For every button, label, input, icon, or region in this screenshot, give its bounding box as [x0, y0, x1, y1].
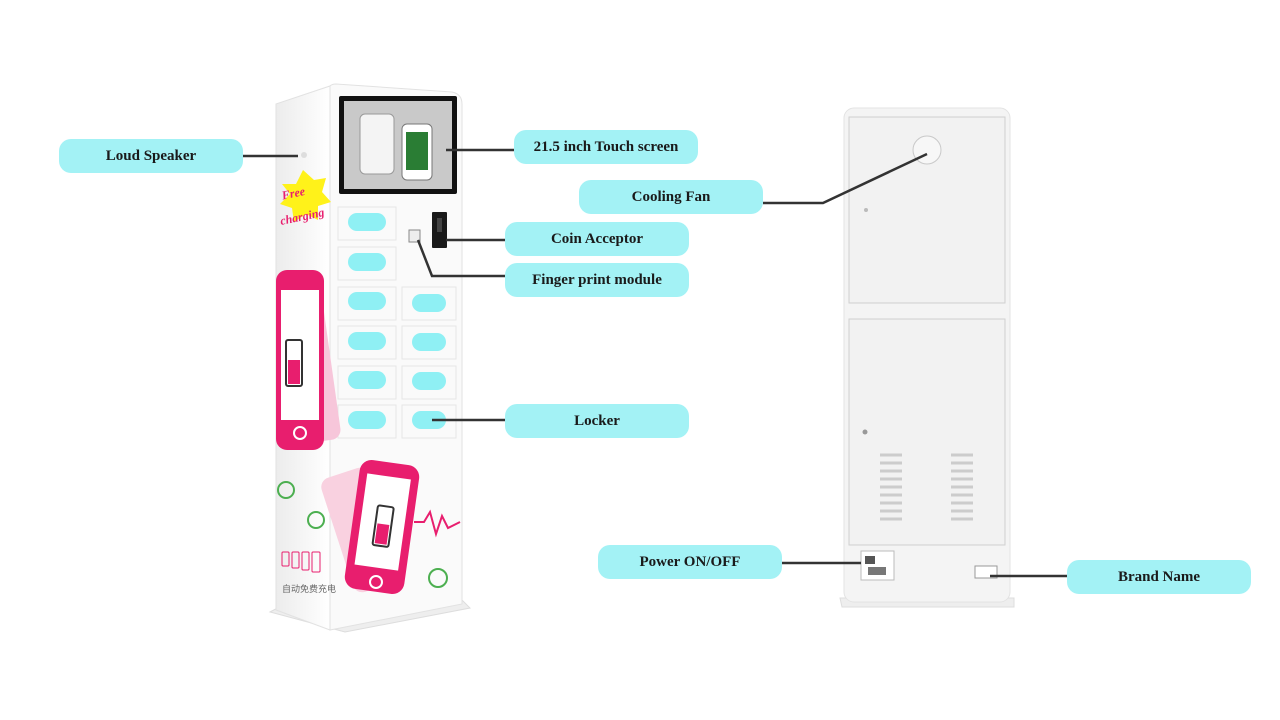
small-phone-icon	[281, 551, 290, 567]
chinese-caption: 自动免费充电	[282, 583, 336, 595]
locker-column-left	[337, 206, 397, 439]
small-phone-icon	[311, 551, 321, 573]
front-phone-screen	[354, 473, 411, 571]
coin-acceptor-slot	[437, 218, 442, 232]
eco-leaf-icon	[277, 481, 295, 499]
eco-leaf-icon	[307, 511, 325, 529]
screen-powerbank-graphic	[359, 113, 395, 175]
cooling-fan-leader	[763, 152, 928, 205]
locker-callout: Locker	[505, 404, 689, 438]
left-vent-grille	[880, 453, 902, 521]
locker-button	[412, 333, 446, 351]
cooling-fan-label: Cooling Fan	[631, 188, 711, 205]
brand-name-callout: Brand Name	[1067, 560, 1251, 594]
locker-button	[348, 411, 386, 429]
power-switch-callout: Power ON/OFF	[598, 545, 782, 579]
fingerprint-module-leader	[416, 239, 505, 278]
locker-door	[401, 286, 457, 321]
power-switch-icon	[865, 556, 875, 564]
side-phone-home-button-icon	[293, 426, 307, 440]
locker-button	[412, 411, 446, 429]
free-charging-badge-icon	[280, 170, 331, 222]
fingerprint-module-label: Finger print module	[532, 271, 662, 288]
locker-button	[348, 332, 386, 350]
locker-door	[401, 325, 457, 360]
leader-lines	[243, 148, 1067, 578]
power-switch-label: Power ON/OFF	[639, 553, 741, 570]
charging-pulse-icon	[414, 509, 461, 538]
side-battery-fill	[288, 360, 300, 384]
cooling-fan-callout: Cooling Fan	[579, 180, 763, 214]
locker-door	[401, 404, 457, 439]
locker-column-right	[401, 286, 457, 439]
side-phone-screen	[281, 290, 319, 420]
lower-door-lock-icon	[862, 429, 868, 435]
locker-door	[337, 325, 397, 360]
eco-plug-icon	[428, 568, 448, 588]
upper-door-lock-icon	[864, 208, 868, 212]
loud-speaker-callout: Loud Speaker	[59, 139, 243, 173]
locker-door	[337, 365, 397, 400]
back-lower-door	[848, 318, 1006, 546]
locker-button	[348, 213, 386, 231]
power-socket-icon	[868, 567, 886, 575]
back-kiosk	[839, 107, 1015, 608]
locker-button	[348, 371, 386, 389]
locker-door	[401, 365, 457, 400]
coin-acceptor-callout: Coin Acceptor	[505, 222, 689, 256]
loud-speaker-label: Loud Speaker	[105, 147, 197, 164]
small-phone-icon	[301, 551, 310, 571]
locker-door	[337, 206, 397, 241]
locker-door	[337, 246, 397, 281]
front-battery-icon	[371, 504, 395, 548]
locker-button	[348, 253, 386, 271]
side-battery-icon	[285, 339, 303, 387]
badge-text-line1: Free	[280, 184, 307, 203]
locker-label: Locker	[574, 412, 620, 429]
locker-button	[412, 372, 446, 390]
fingerprint-module	[408, 229, 421, 243]
right-vent-grille	[951, 453, 973, 521]
screen-phone-display	[406, 132, 428, 170]
brand-name-label: Brand Name	[1117, 568, 1201, 585]
touch-screen-callout: 21.5 inch Touch screen	[514, 130, 698, 164]
speaker-grille	[301, 152, 307, 158]
coin-acceptor-label: Coin Acceptor	[550, 230, 644, 247]
locker-door	[337, 286, 397, 321]
locker-button	[348, 292, 386, 310]
fingerprint-module-callout: Finger print module	[505, 263, 689, 297]
locker-button	[412, 294, 446, 312]
front-phone-home-button-icon	[369, 575, 383, 589]
touch-screen-label: 21.5 inch Touch screen	[533, 138, 679, 155]
front-kiosk: Free charging 自动免费充电	[268, 83, 472, 633]
power-switch-panel	[860, 550, 895, 581]
small-phone-icon	[291, 551, 300, 569]
front-battery-fill	[374, 523, 390, 545]
